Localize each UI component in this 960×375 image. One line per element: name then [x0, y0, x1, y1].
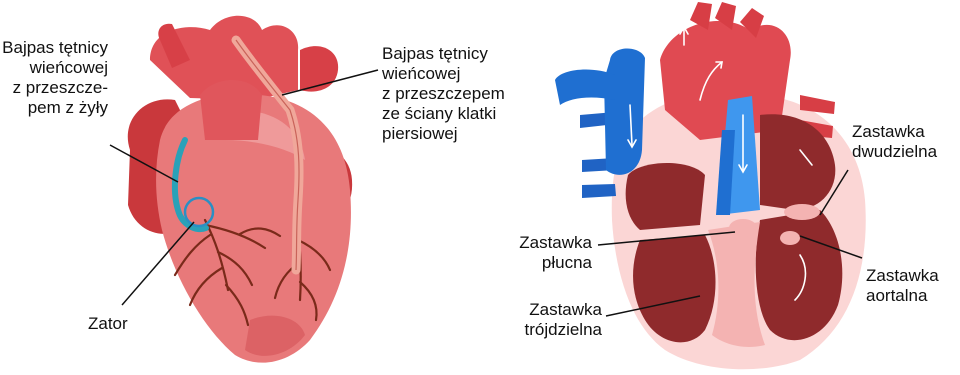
label-bypass-vein-line-3: z przeszcze-	[0, 78, 108, 98]
right-atrium	[626, 163, 705, 230]
label-tricuspid-valve-line-1: Zastawka	[490, 300, 602, 320]
label-blockage: Zator	[88, 314, 128, 334]
label-bypass-artery-line-1: Bajpas tętnicy	[382, 44, 505, 64]
label-blockage-text: Zator	[88, 314, 128, 334]
label-pulmonary-valve: Zastawka płucna	[490, 233, 592, 273]
aortic-valve-shape	[780, 231, 800, 245]
label-aortic-valve-line-1: Zastawka	[866, 266, 939, 286]
label-bypass-vein: Bajpas tętnicy wieńcowej z przeszcze- pe…	[0, 38, 108, 118]
superior-vena-cava	[604, 48, 645, 174]
label-bypass-artery-line-5: piersiowej	[382, 124, 505, 144]
pulmonary-trunk	[200, 80, 262, 140]
label-aortic-valve-line-2: aortalna	[866, 286, 939, 306]
label-tricuspid-valve: Zastawka trójdzielna	[490, 300, 602, 340]
label-pulmonary-valve-line-1: Zastawka	[490, 233, 592, 253]
pulmonary-valve-shape	[729, 219, 757, 237]
label-tricuspid-valve-line-2: trójdzielna	[490, 320, 602, 340]
label-mitral-valve-line-1: Zastawka	[852, 122, 937, 142]
left-ventricle	[756, 210, 843, 340]
mitral-valve-shape	[784, 204, 820, 220]
label-bypass-artery-line-3: z przeszczepem	[382, 84, 505, 104]
label-bypass-vein-line-2: wieńcowej	[0, 58, 108, 78]
pulmonary-vein-left-3	[582, 184, 616, 198]
label-bypass-vein-line-1: Bajpas tętnicy	[0, 38, 108, 58]
label-pulmonary-valve-line-2: płucna	[490, 253, 592, 273]
label-bypass-artery: Bajpas tętnicy wieńcowej z przeszczepem …	[382, 44, 505, 144]
label-bypass-vein-line-4: pem z żyły	[0, 98, 108, 118]
label-mitral-valve-line-2: dwudzielna	[852, 142, 937, 162]
label-bypass-artery-line-2: wieńcowej	[382, 64, 505, 84]
label-aortic-valve: Zastawka aortalna	[866, 266, 939, 306]
label-mitral-valve: Zastawka dwudzielna	[852, 122, 937, 162]
external-heart	[110, 16, 378, 363]
label-bypass-artery-line-4: ze ściany klatki	[382, 104, 505, 124]
